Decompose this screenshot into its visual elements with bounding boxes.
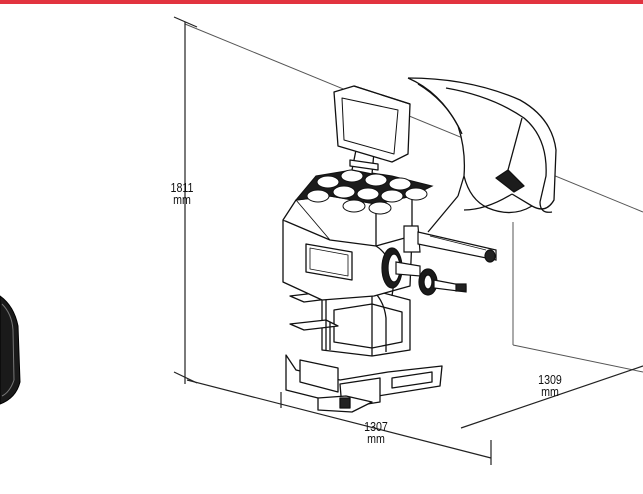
accent-bar (0, 0, 643, 4)
width-unit: mm (367, 431, 385, 446)
depth-value: 1309 (538, 372, 562, 387)
width-value: 1307 (364, 419, 388, 434)
height-dimension-label: 1811 mm (168, 180, 196, 207)
balancer-shaft (381, 247, 467, 296)
adjacent-machine-edge (0, 295, 21, 405)
dimension-lines (173, 16, 643, 465)
height-unit: mm (173, 192, 191, 207)
depth-unit: mm (541, 384, 559, 399)
width-dimension-label: 1307 mm (360, 419, 393, 446)
monitor (333, 85, 411, 175)
height-value: 1811 (170, 180, 194, 195)
weight-tray (294, 169, 434, 215)
distance-gauge-arm (403, 225, 497, 263)
wheel-balancer-machine (282, 195, 443, 413)
wheel-guard (407, 77, 557, 233)
room-outline (184, 23, 643, 373)
depth-dimension-label: 1309 mm (534, 372, 567, 399)
